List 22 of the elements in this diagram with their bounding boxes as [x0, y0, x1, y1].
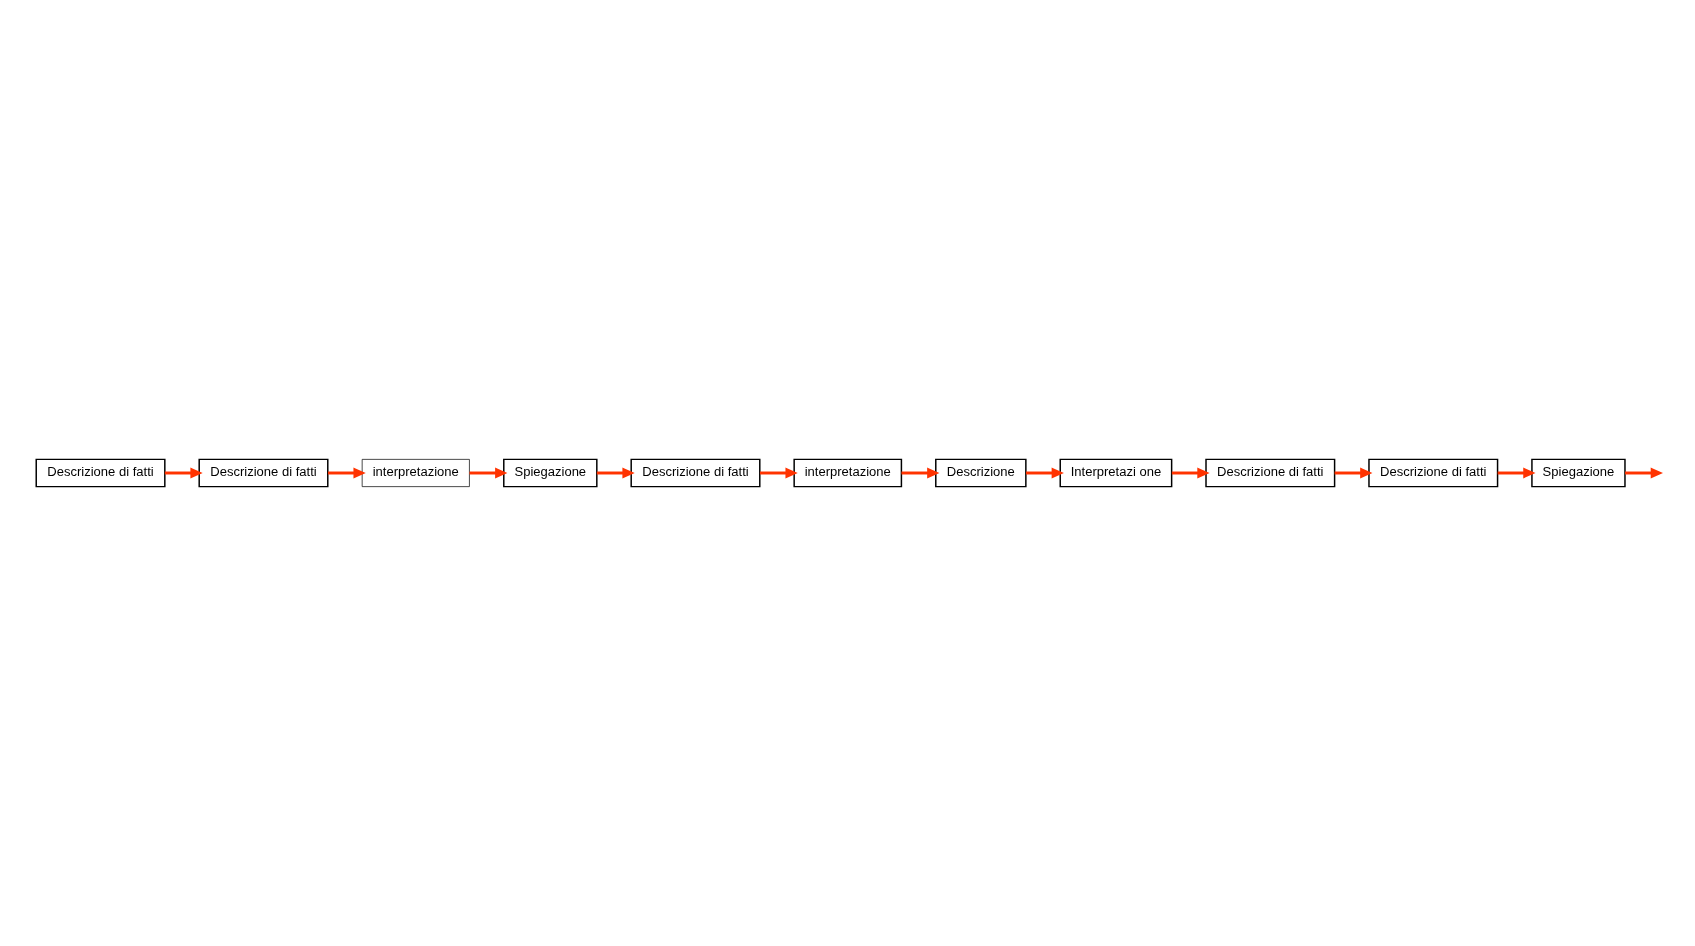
arrow: [1025, 467, 1064, 479]
node-box: Descrizione di fatti: [35, 458, 166, 488]
arrow: [1334, 467, 1372, 479]
node-box: Descrizione di fatti: [1204, 458, 1335, 488]
node-box: Spiegazione: [502, 458, 598, 488]
node-box: Descrizione: [934, 458, 1027, 488]
arrow: [900, 467, 939, 479]
node-box: Descrizione di fatti: [1367, 458, 1498, 488]
arrow: [164, 467, 203, 479]
arrow: [1171, 467, 1210, 479]
arrow: [759, 467, 798, 479]
arrow: [1497, 467, 1536, 479]
arrow: [1624, 467, 1663, 479]
arrow: [327, 467, 366, 479]
node-box: Spiegazione: [1530, 458, 1626, 488]
node-box: interpretazione: [361, 459, 470, 487]
arrow: [596, 467, 635, 479]
arrow: [468, 467, 507, 479]
node-box: Descrizione di fatti: [197, 458, 329, 488]
node-box: Interpretazi one: [1059, 458, 1172, 488]
node-box: interpretazione: [792, 458, 902, 488]
node-box: Descrizione di fatti: [629, 458, 761, 488]
